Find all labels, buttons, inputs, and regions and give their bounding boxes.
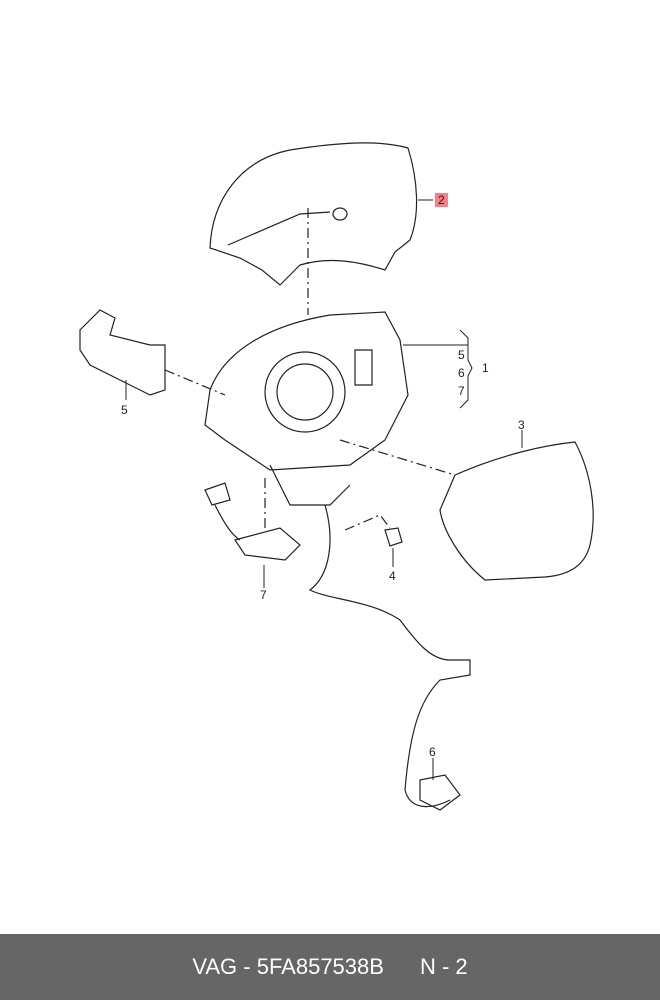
footer-bar: VAG - 5FA857538B N - 2: [0, 934, 660, 1000]
callout-group-5[interactable]: 5: [458, 348, 465, 362]
callout-group-6[interactable]: 6: [458, 366, 465, 380]
callout-7[interactable]: 7: [260, 588, 267, 602]
callout-group-7[interactable]: 7: [458, 384, 465, 398]
wiring-harness-part-6: [308, 504, 471, 811]
bracket-part-5: [79, 309, 166, 396]
part-number: VAG - 5FA857538B: [192, 954, 384, 979]
mirror-cap-part-2: [209, 142, 418, 286]
callout-4[interactable]: 4: [389, 569, 396, 583]
callout-6[interactable]: 6: [429, 745, 436, 759]
callout-lines: [125, 199, 523, 780]
leader-lines: [164, 208, 456, 531]
lamp-part-7: [204, 482, 301, 561]
diagram-position: N - 2: [419, 954, 468, 979]
callout-3[interactable]: 3: [518, 418, 525, 432]
mirror-housing-part-1: [204, 311, 409, 506]
mirror-glass-part-3: [439, 441, 594, 581]
callout-5[interactable]: 5: [121, 403, 128, 417]
callout-2[interactable]: 2: [435, 193, 448, 207]
callout-1[interactable]: 1: [482, 361, 489, 375]
clip-part-4: [384, 527, 403, 547]
exploded-parts-diagram: [79, 142, 594, 811]
